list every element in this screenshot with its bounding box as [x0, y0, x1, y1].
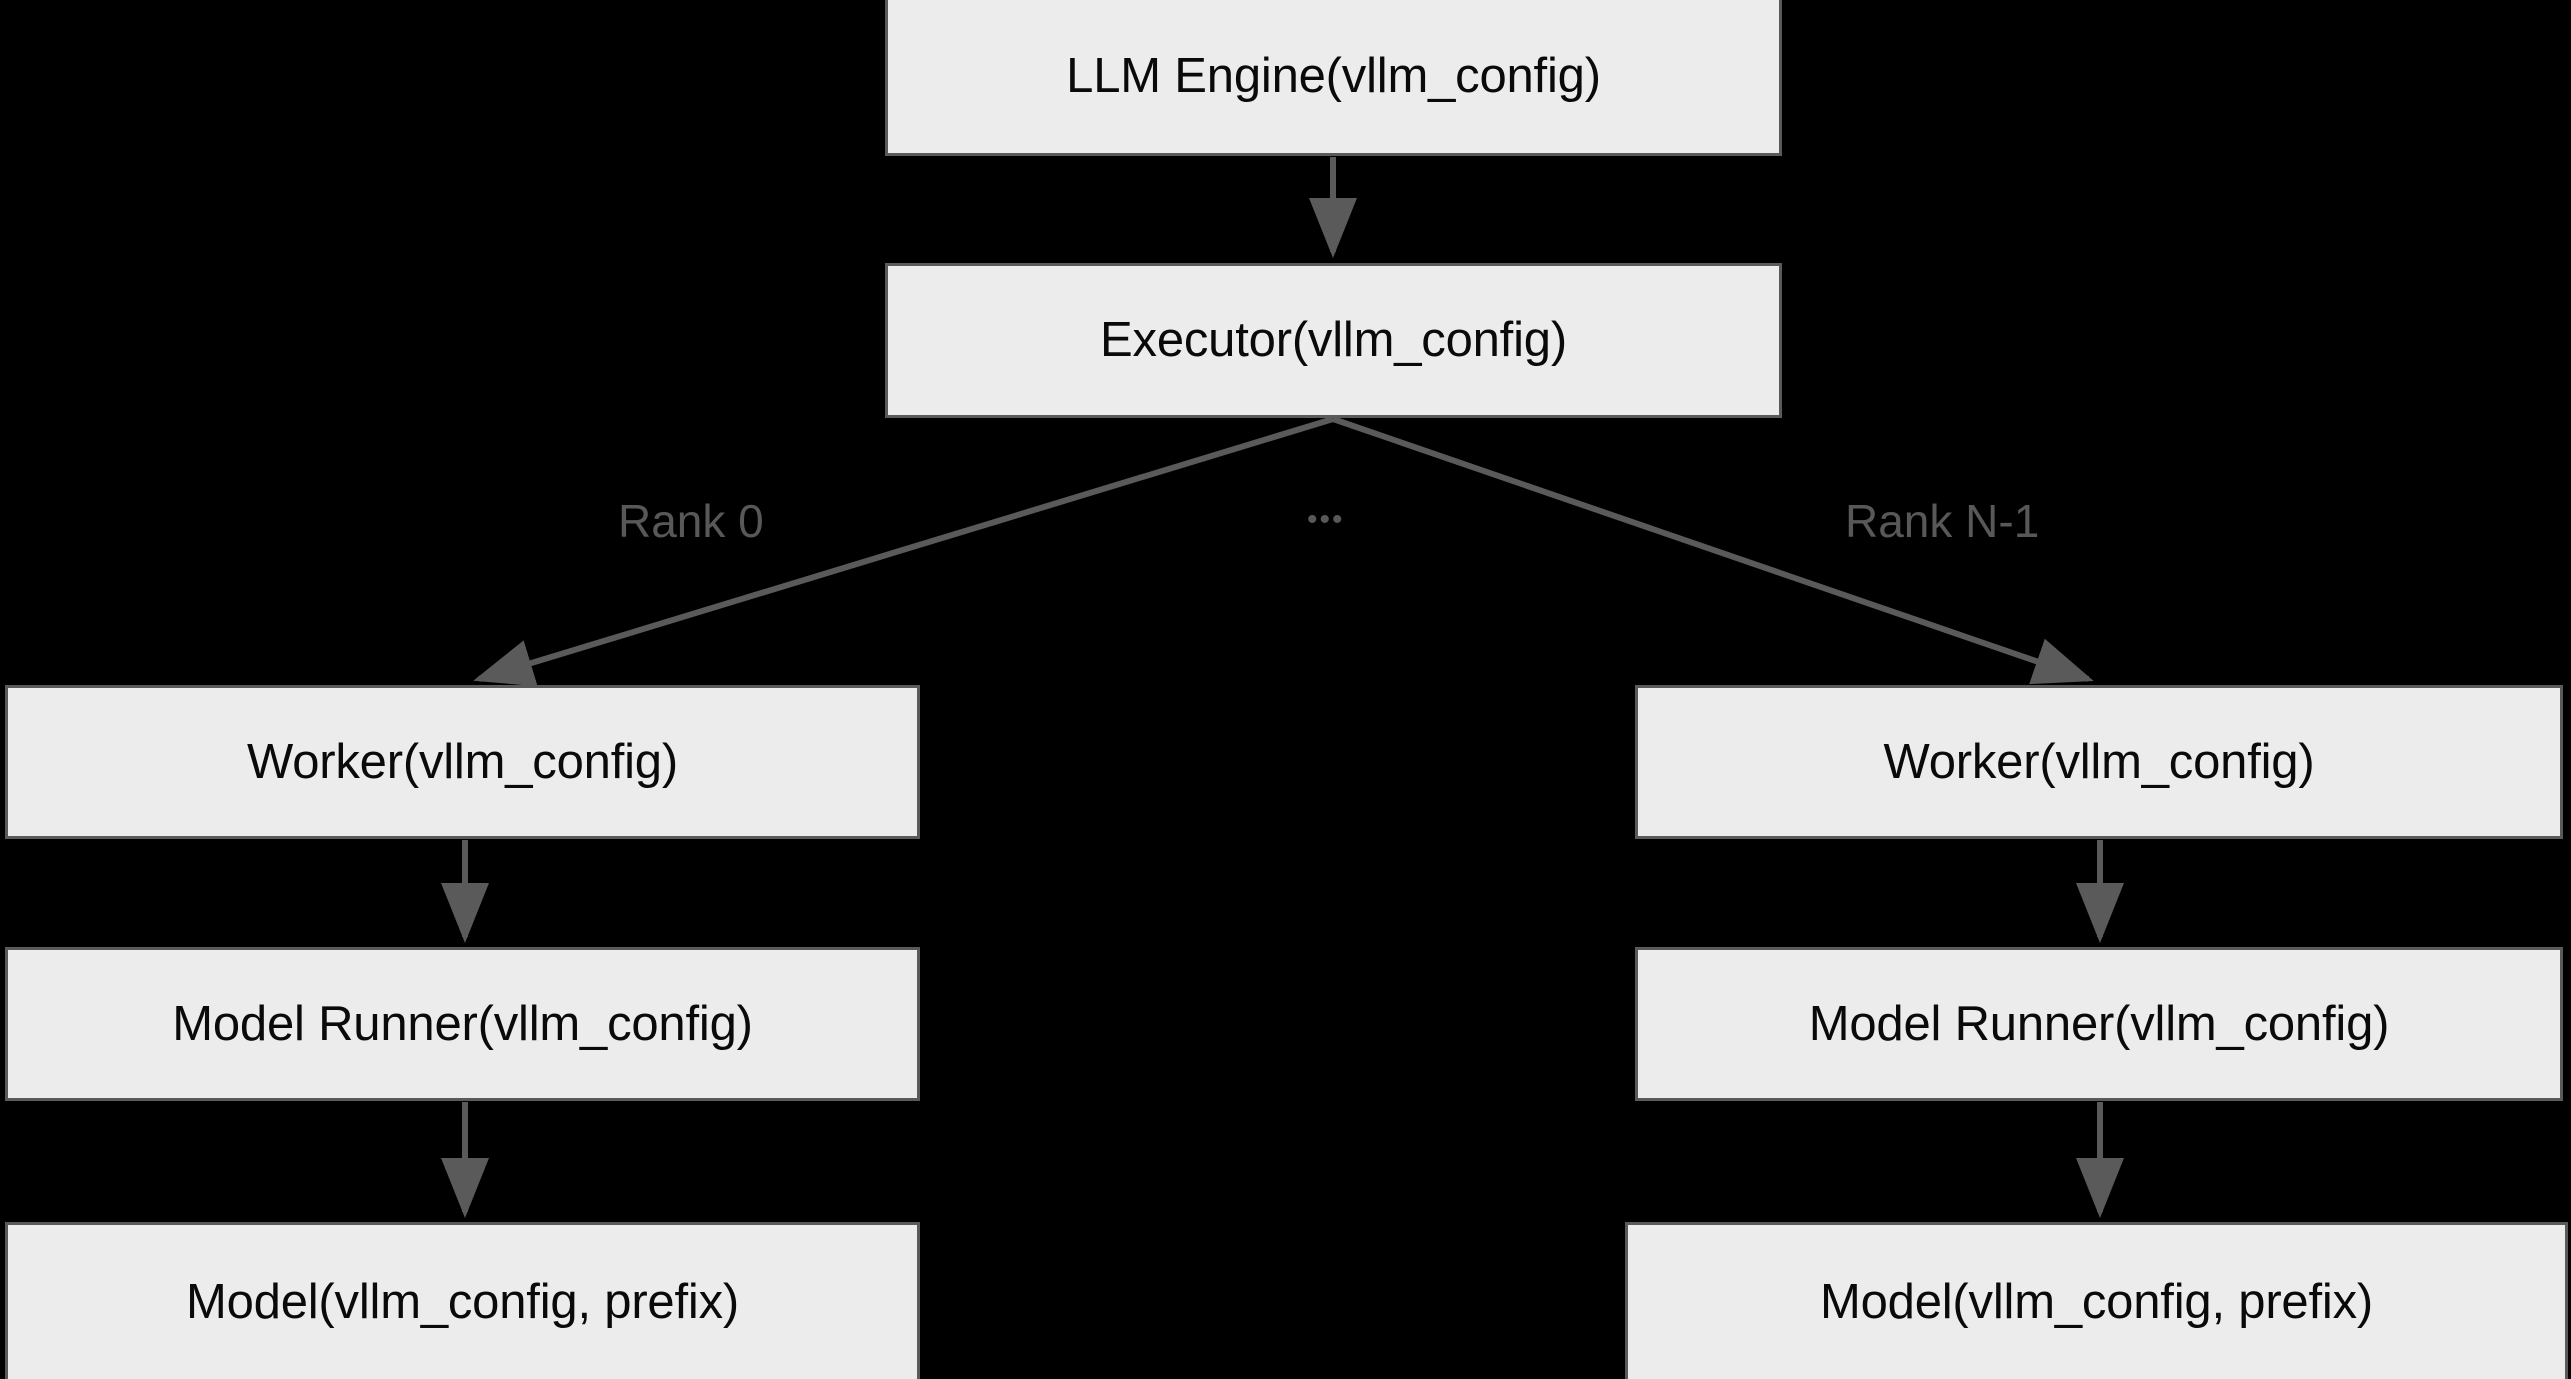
- node-model-runner-rank-0[interactable]: Model Runner(vllm_config): [5, 947, 920, 1101]
- node-worker-rank-n-minus-1[interactable]: Worker(vllm_config): [1635, 685, 2563, 839]
- node-worker-rank-0[interactable]: Worker(vllm_config): [5, 685, 920, 839]
- node-llm-engine[interactable]: LLM Engine(vllm_config): [885, 0, 1782, 156]
- node-model-rank-0[interactable]: Model(vllm_config, prefix): [5, 1222, 920, 1379]
- edge-label-ellipsis: •••: [1307, 503, 1345, 536]
- edge-executor-to-worker-rank0: [473, 416, 1334, 687]
- node-model-rank-n-minus-1[interactable]: Model(vllm_config, prefix): [1625, 1222, 2568, 1379]
- node-executor[interactable]: Executor(vllm_config): [885, 263, 1782, 418]
- edge-label-rank-0: Rank 0: [618, 495, 764, 547]
- edge-executor-to-worker-rankn: [1332, 416, 2094, 685]
- node-model-runner-rank-n-minus-1[interactable]: Model Runner(vllm_config): [1635, 947, 2563, 1101]
- edge-label-rank-n-minus-1: Rank N-1: [1845, 495, 2040, 547]
